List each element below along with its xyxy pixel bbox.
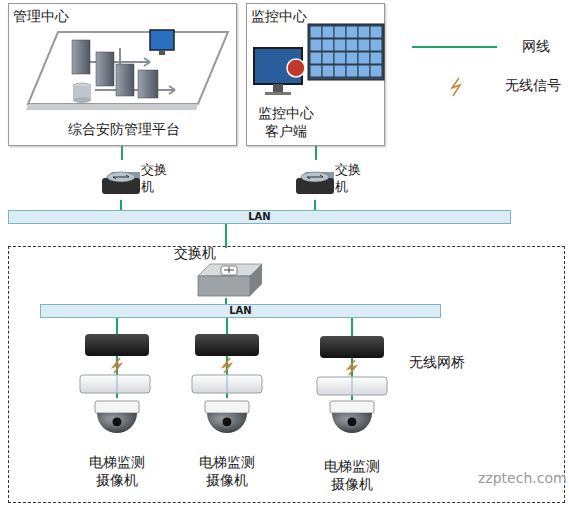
platform-illustration xyxy=(26,30,228,110)
node-label: 电梯监测 摄像机 xyxy=(72,453,162,489)
legend-line-sample xyxy=(412,46,497,48)
node-label: 电梯监测 摄像机 xyxy=(307,457,397,493)
node-label: 交换 机 xyxy=(335,162,363,196)
network-cable xyxy=(117,318,118,398)
watermark: zzptech.com xyxy=(478,470,567,486)
bridge-camera-set xyxy=(192,334,262,433)
network-cable xyxy=(226,224,227,248)
node-label: 无线网桥 xyxy=(409,353,499,371)
bridge-camera-set xyxy=(317,336,387,433)
switch-icon xyxy=(102,172,140,194)
network-cable xyxy=(352,318,353,400)
legend-wireless-sample xyxy=(452,78,460,96)
video-wall-illustration xyxy=(254,24,384,95)
node-label: 监控中心 xyxy=(251,7,371,25)
lan-band: LAN xyxy=(40,304,441,318)
lan-band: LAN xyxy=(8,210,511,224)
core-switch-icon xyxy=(198,264,262,296)
switch-icon xyxy=(296,172,334,194)
node-label: 交换 机 xyxy=(141,162,169,196)
node-sublabel: 监控中心 客户端 xyxy=(247,104,325,140)
network-cable xyxy=(315,200,316,210)
network-cable xyxy=(122,146,123,160)
node-label: LAN xyxy=(41,304,440,318)
network-cable xyxy=(227,318,228,398)
node-label: 管理中心 xyxy=(13,7,133,25)
node-label: LAN xyxy=(9,210,510,224)
network-cable xyxy=(316,146,317,160)
legend-text: 无线信号 xyxy=(505,77,561,95)
legend-text: 网线 xyxy=(522,38,550,56)
bridge-camera-set xyxy=(80,334,150,433)
node-label: 电梯监测 摄像机 xyxy=(182,453,272,489)
node-sublabel: 综合安防管理平台 xyxy=(9,120,238,138)
network-cable xyxy=(226,298,227,304)
network-cable xyxy=(121,200,122,210)
